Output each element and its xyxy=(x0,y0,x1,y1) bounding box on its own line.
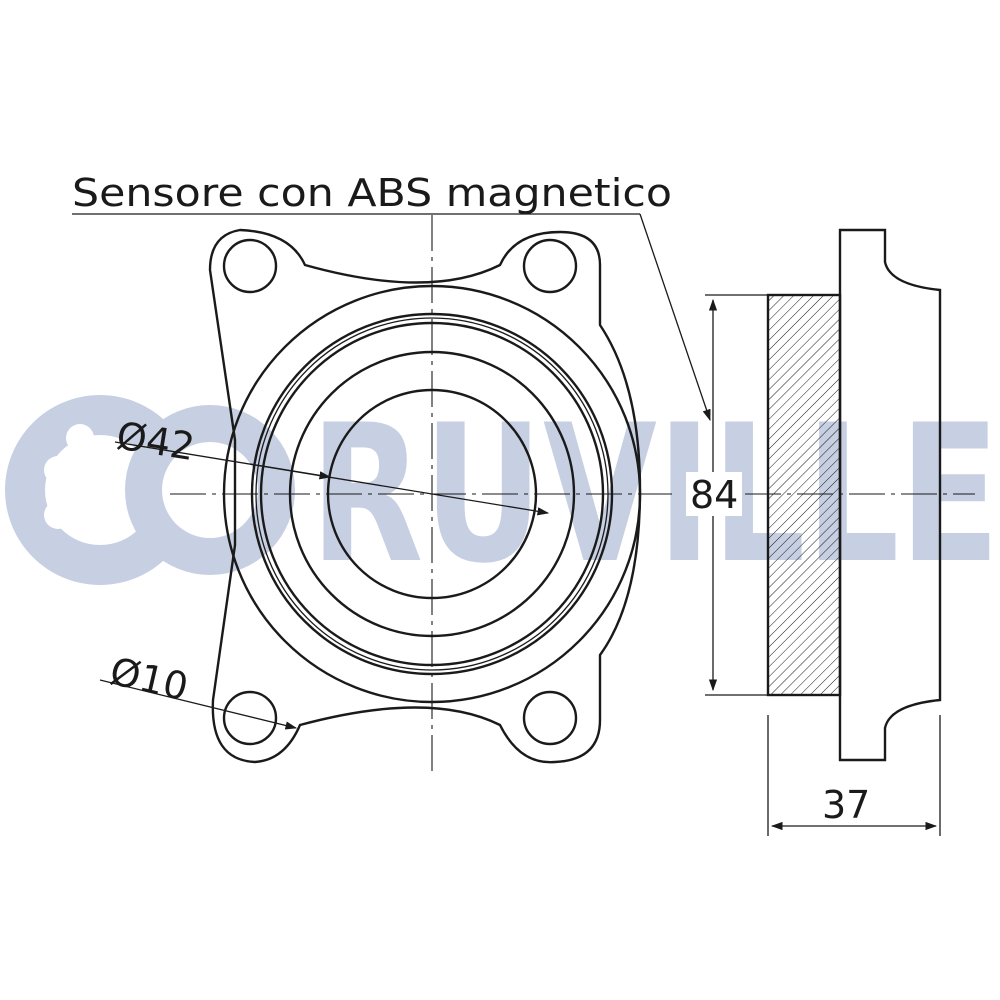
flange-outline xyxy=(208,228,642,764)
bore-leader-line xyxy=(114,441,550,516)
bolt-hole-diameter-dimension: Ø10 xyxy=(99,649,298,730)
width-label: 37 xyxy=(822,783,870,827)
side-view xyxy=(745,228,975,762)
bolt-hole-leader-line xyxy=(99,679,298,730)
width-dimension: 37 xyxy=(767,715,941,836)
sensor-callout: Sensore con ABS magnetico xyxy=(72,171,711,422)
height-dimension: 84 xyxy=(686,294,768,696)
bolt-hole-top-left xyxy=(222,238,278,294)
bolt-hole-bottom-right xyxy=(522,690,578,746)
height-label-bg xyxy=(686,472,742,516)
bore-arrow-near xyxy=(249,463,332,480)
bolt-hole-top-right xyxy=(522,238,578,294)
sensor-note-label: Sensore con ABS magnetico xyxy=(72,171,672,215)
flange-profile xyxy=(838,228,942,762)
bolt-hole-bottom-left xyxy=(222,690,278,746)
bolt-holes xyxy=(222,238,578,746)
bolt-hole-diameter-label: Ø10 xyxy=(106,649,192,709)
ruville-logo-icon xyxy=(5,395,295,585)
sensor-leader-line xyxy=(639,213,711,422)
height-label: 84 xyxy=(690,473,738,517)
front-view xyxy=(170,215,672,775)
hub-body-hatched xyxy=(766,293,842,697)
